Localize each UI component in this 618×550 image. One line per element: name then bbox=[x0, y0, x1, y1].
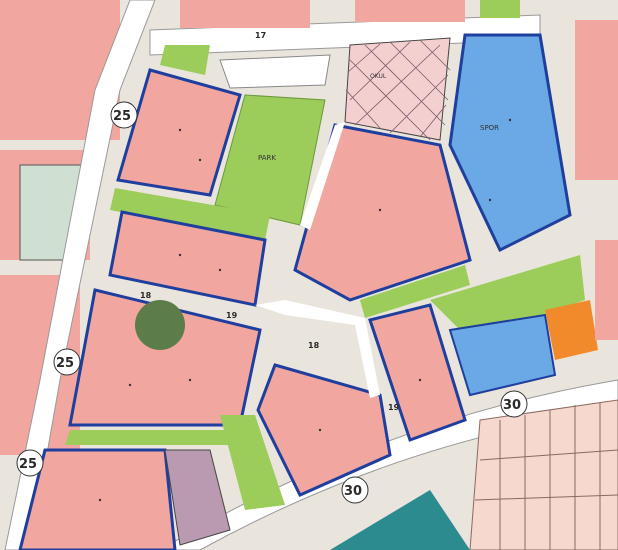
park-strip-mid[interactable] bbox=[110, 188, 270, 240]
small-lots-bottom-right[interactable] bbox=[469, 399, 618, 550]
orange-zone[interactable] bbox=[545, 300, 598, 360]
residential-block-centre[interactable] bbox=[293, 123, 472, 302]
school-hatching bbox=[345, 39, 451, 141]
blue-zone-right[interactable] bbox=[448, 313, 557, 397]
road-internal-2 bbox=[255, 300, 380, 398]
residential-block-upper-left[interactable] bbox=[116, 68, 242, 197]
park-strip-centre[interactable] bbox=[360, 265, 470, 318]
residential-block-right[interactable] bbox=[368, 303, 467, 442]
park-strip-upper[interactable] bbox=[160, 45, 210, 75]
sports-label: SPOR bbox=[480, 124, 499, 132]
park-strip-low[interactable] bbox=[65, 430, 240, 445]
road-30-bottom-label: 30 bbox=[344, 484, 362, 499]
road-17-label: 17 bbox=[255, 31, 266, 40]
road-internal-1 bbox=[300, 122, 345, 230]
residential-parcel-far-right-low[interactable] bbox=[595, 240, 618, 340]
park-label: PARK bbox=[258, 154, 276, 162]
road-labels: 25 25 25 30 30 17 18 18 19 19 bbox=[16, 31, 528, 504]
sports-zone[interactable] bbox=[448, 33, 572, 253]
road-30-right-label: 30 bbox=[503, 398, 521, 413]
school-label: OKUL bbox=[370, 73, 387, 80]
parking-lot bbox=[219, 54, 331, 89]
road-19b-label: 19 bbox=[388, 403, 400, 412]
school-zone[interactable] bbox=[344, 37, 451, 141]
residential-block-bottom-left[interactable] bbox=[18, 448, 177, 550]
residential-block-bottom-centre[interactable] bbox=[256, 363, 392, 497]
road-25 bbox=[4, 0, 156, 550]
teal-zone-bottom[interactable] bbox=[330, 490, 470, 550]
road-18b-label: 18 bbox=[308, 341, 320, 350]
residential-parcel-top-1[interactable] bbox=[180, 0, 310, 28]
residential-parcel-top-2[interactable] bbox=[355, 0, 465, 22]
road-25-top-label: 25 bbox=[113, 109, 131, 124]
residential-parcel-far-right[interactable] bbox=[575, 20, 618, 180]
road-25-low-label: 25 bbox=[19, 457, 37, 472]
hatched-zone-bottom[interactable] bbox=[164, 449, 231, 546]
road-19a-label: 19 bbox=[226, 311, 238, 320]
parcel-markers bbox=[98, 118, 512, 502]
tree-cluster bbox=[135, 300, 185, 350]
park-top-right[interactable] bbox=[480, 0, 520, 18]
park-bottom-centre[interactable] bbox=[220, 415, 285, 510]
park-right[interactable] bbox=[430, 255, 585, 340]
road-18a-label: 18 bbox=[140, 291, 152, 300]
road-25-mid-label: 25 bbox=[56, 356, 74, 371]
